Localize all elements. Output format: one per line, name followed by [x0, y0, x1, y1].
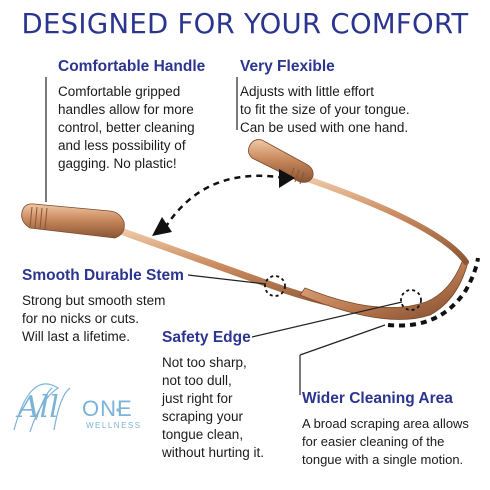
flex-arrow: [163, 174, 286, 229]
stem-pointer: [187, 274, 267, 285]
wider-heading: Wider Cleaning Area: [302, 390, 453, 407]
logo-sub: WELLNESS: [86, 421, 142, 430]
stem-text: Strong but smooth stem for no nicks or c…: [22, 293, 166, 344]
stem-marker: [264, 275, 286, 297]
handle-text: Comfortable gripped handles allow for mo…: [58, 84, 195, 171]
wider-pointer-arm: [299, 324, 386, 356]
safety-edge-marker: [400, 289, 422, 311]
right-handle: [248, 139, 314, 185]
wider-area-curve: [387, 257, 480, 328]
handle-heading: Comfortable Handle: [58, 58, 206, 75]
flex-arrowhead-left: [152, 217, 172, 236]
safety-text: Not too sharp, not too dull, just right …: [162, 355, 265, 460]
scraper-stem-right: [302, 175, 469, 265]
left-handle: [21, 203, 125, 239]
page-title: DESIGNED FOR YOUR COMFORT: [21, 8, 469, 40]
stem-heading: Smooth Durable Stem: [22, 267, 184, 284]
safety-heading: Safety Edge: [162, 329, 251, 346]
wider-text: A broad scraping area allows for easier …: [302, 416, 469, 467]
logo-mark: [13, 383, 120, 433]
flexible-text: Adjusts with little effort to fit the si…: [240, 84, 410, 135]
flexible-heading: Very Flexible: [240, 58, 335, 75]
scraper-blade: [299, 261, 469, 320]
flex-arrowhead-right: [279, 169, 295, 188]
logo-script: All: [18, 390, 59, 425]
safety-pointer: [251, 301, 403, 338]
logo-brand: ONE: [82, 396, 133, 421]
